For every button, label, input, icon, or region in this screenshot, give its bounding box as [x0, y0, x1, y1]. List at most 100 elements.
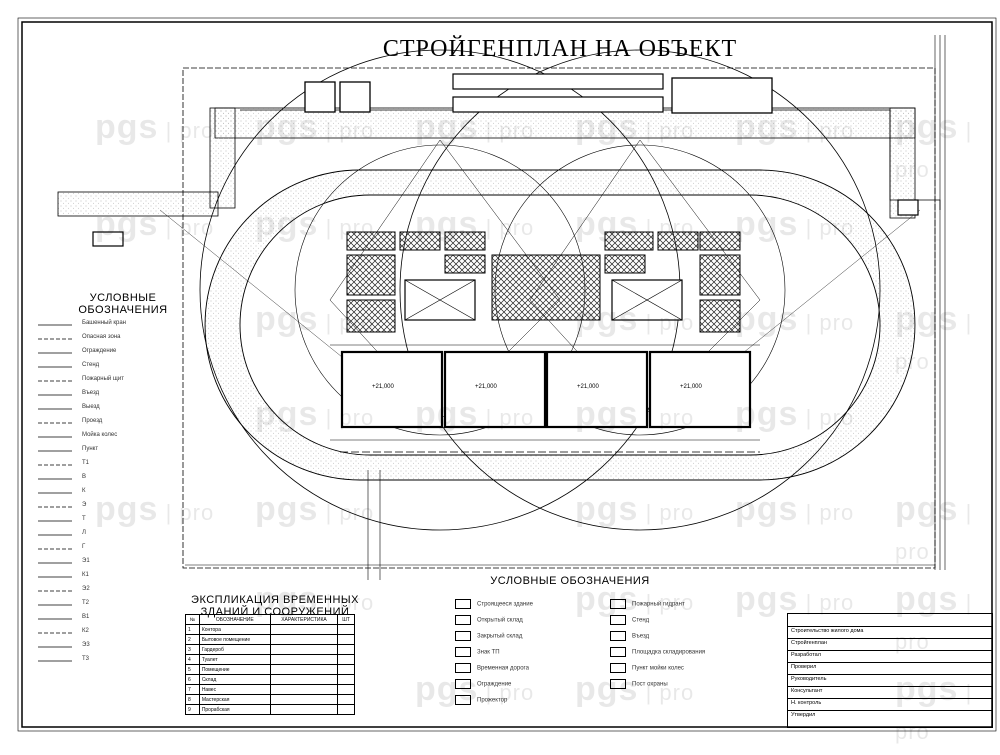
legend-row: Г — [38, 542, 198, 556]
legend-text: В1 — [82, 614, 90, 620]
legend-item: Ограждение — [455, 679, 511, 689]
building-level-label: +21,000 — [372, 384, 394, 390]
legend-text: Т2 — [82, 600, 90, 606]
legend-text: Стенд — [82, 362, 100, 368]
building-level-label: +21,000 — [680, 384, 702, 390]
table-cell: 1 — [185, 624, 200, 635]
title-block-line — [788, 662, 992, 663]
title-block-text: Стройгенплан — [791, 640, 827, 646]
legend-item-label: Временная дорога — [477, 665, 529, 672]
legend-symbol — [38, 488, 72, 498]
legend-text: Проезд — [82, 418, 103, 424]
table-cell — [269, 674, 339, 685]
legend-row: В — [38, 472, 198, 486]
legend-item-label: Стенд — [632, 617, 650, 624]
legend-row: Мойка колес — [38, 430, 198, 444]
legend-symbol — [38, 446, 72, 456]
table-header-cell: ХАРАКТЕРИСТИКА — [269, 614, 339, 625]
legend-symbol — [38, 544, 72, 554]
table-cell: Прорабская — [198, 704, 271, 715]
legend-symbol — [38, 516, 72, 526]
table-cell — [337, 694, 355, 705]
legend-item-label: Закрытый склад — [477, 633, 523, 640]
legend-symbol — [38, 404, 72, 414]
table-cell — [337, 704, 355, 715]
building-level-label: +21,000 — [577, 384, 599, 390]
legend-text: Ограждение — [82, 348, 117, 354]
table-cell: Туалет — [198, 654, 271, 665]
table-cell — [269, 694, 339, 705]
legend-row: Э3 — [38, 640, 198, 654]
legend-item-label: Пожарный гидрант — [632, 601, 685, 608]
legend-text: Опасная зона — [82, 334, 121, 340]
legend-item-label: Строящееся здание — [477, 601, 533, 608]
title-block-text: Утвердил — [791, 712, 816, 718]
legend-item-label: Открытый склад — [477, 617, 523, 624]
legend-item: Стенд — [610, 615, 649, 625]
table-cell: Мастерская — [198, 694, 271, 705]
table-cell — [337, 634, 355, 645]
legend-symbol — [38, 530, 72, 540]
legend-text: К — [82, 488, 86, 494]
table-cell: Гардероб — [198, 644, 271, 655]
legend-item: Открытый склад — [455, 615, 523, 625]
table-cell — [269, 654, 339, 665]
legend-text: Выезд — [82, 404, 100, 410]
table-header-cell: ОБОЗНАЧЕНИЕ — [198, 614, 271, 625]
legend-row: Въезд — [38, 388, 198, 402]
legend-item-label: Площадка складирования — [632, 649, 706, 656]
title-block-line — [788, 650, 992, 651]
legend-text: В — [82, 474, 87, 480]
legend-item: Пункт мойки колес — [610, 663, 684, 673]
table-cell: 4 — [185, 654, 200, 665]
title-block-text: Руководитель — [791, 676, 827, 682]
legend-item: Пожарный гидрант — [610, 599, 685, 609]
legend-symbol — [38, 320, 72, 330]
table-cell: Бытовое помещение — [198, 634, 271, 645]
legend-symbol — [38, 348, 72, 358]
legend-symbol — [38, 362, 72, 372]
legend-item: Въезд — [610, 631, 649, 641]
legend-item-label: Пост охраны — [632, 681, 668, 688]
title-block-text: Строительство жилого дома — [791, 628, 864, 634]
table-header-cell: № — [185, 614, 200, 625]
legend-symbol — [38, 656, 72, 666]
table-cell: Контора — [198, 624, 271, 635]
table-cell — [269, 624, 339, 635]
legend-row: К — [38, 486, 198, 500]
legend-text: К2 — [82, 628, 89, 634]
title-block-line — [788, 638, 992, 639]
legend-row: Проезд — [38, 416, 198, 430]
table-cell — [337, 654, 355, 665]
table-cell — [269, 664, 339, 675]
legend-row: Т2 — [38, 598, 198, 612]
legend-symbol — [38, 418, 72, 428]
legend-text: К1 — [82, 572, 89, 578]
table-header-cell: ШТ — [337, 614, 355, 625]
legend-text: Э2 — [82, 586, 90, 592]
legend-item-label: Знак ТП — [477, 649, 500, 656]
legend-item: Прожектор — [455, 695, 507, 705]
title-block-line — [788, 674, 992, 675]
title-block-line — [788, 686, 992, 687]
legend-symbol — [38, 586, 72, 596]
table-cell: Помещение — [198, 664, 271, 675]
legend-item-label: Пункт мойки колес — [632, 665, 684, 672]
legend-row: К1 — [38, 570, 198, 584]
legend-symbol — [38, 432, 72, 442]
building-level-label: +21,000 — [475, 384, 497, 390]
table-cell: 5 — [185, 664, 200, 675]
legend-symbol — [38, 502, 72, 512]
legend-item-label: Ограждение — [477, 681, 512, 688]
